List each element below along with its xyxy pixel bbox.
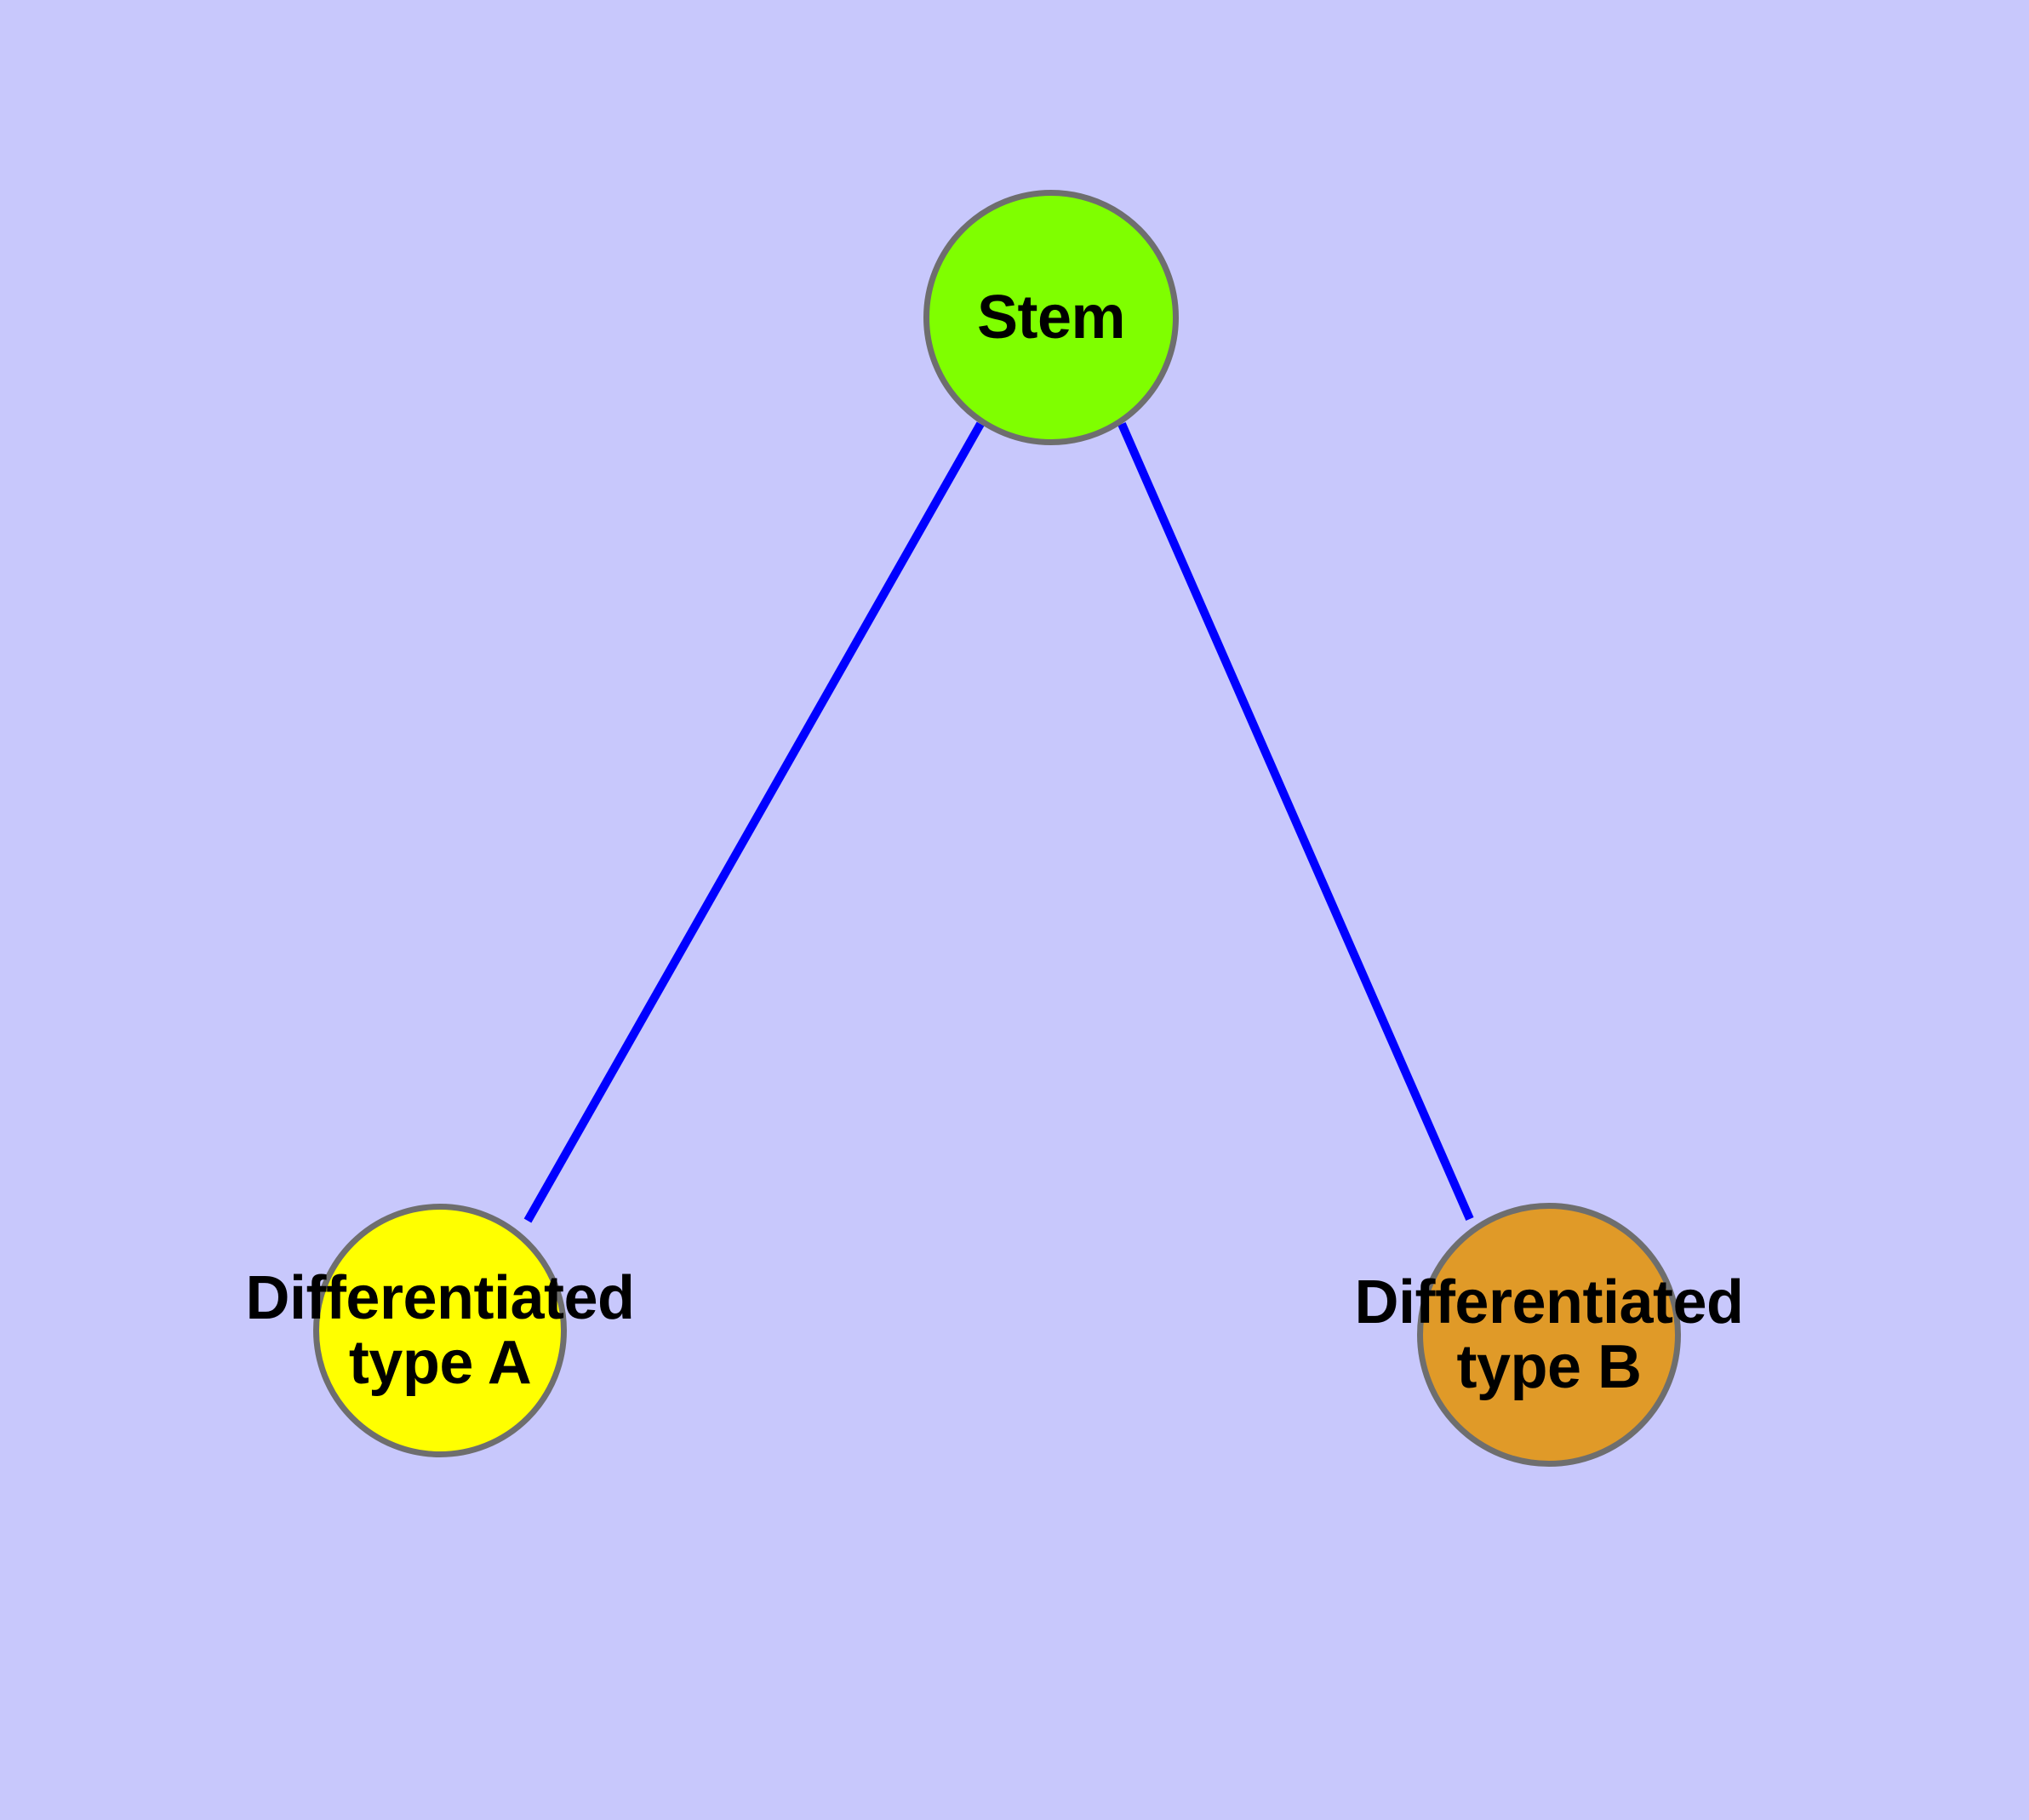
node-stem[interactable] bbox=[923, 190, 1179, 445]
edge-stem-to-differentiated-type-a[interactable] bbox=[523, 421, 985, 1223]
node-differentiated-type-b[interactable] bbox=[1417, 1203, 1681, 1467]
edge-stem-to-differentiated-type-b[interactable] bbox=[1117, 421, 1474, 1222]
node-differentiated-type-a[interactable] bbox=[313, 1204, 567, 1457]
node-layer bbox=[313, 190, 1681, 1467]
edge-layer bbox=[523, 421, 1474, 1223]
